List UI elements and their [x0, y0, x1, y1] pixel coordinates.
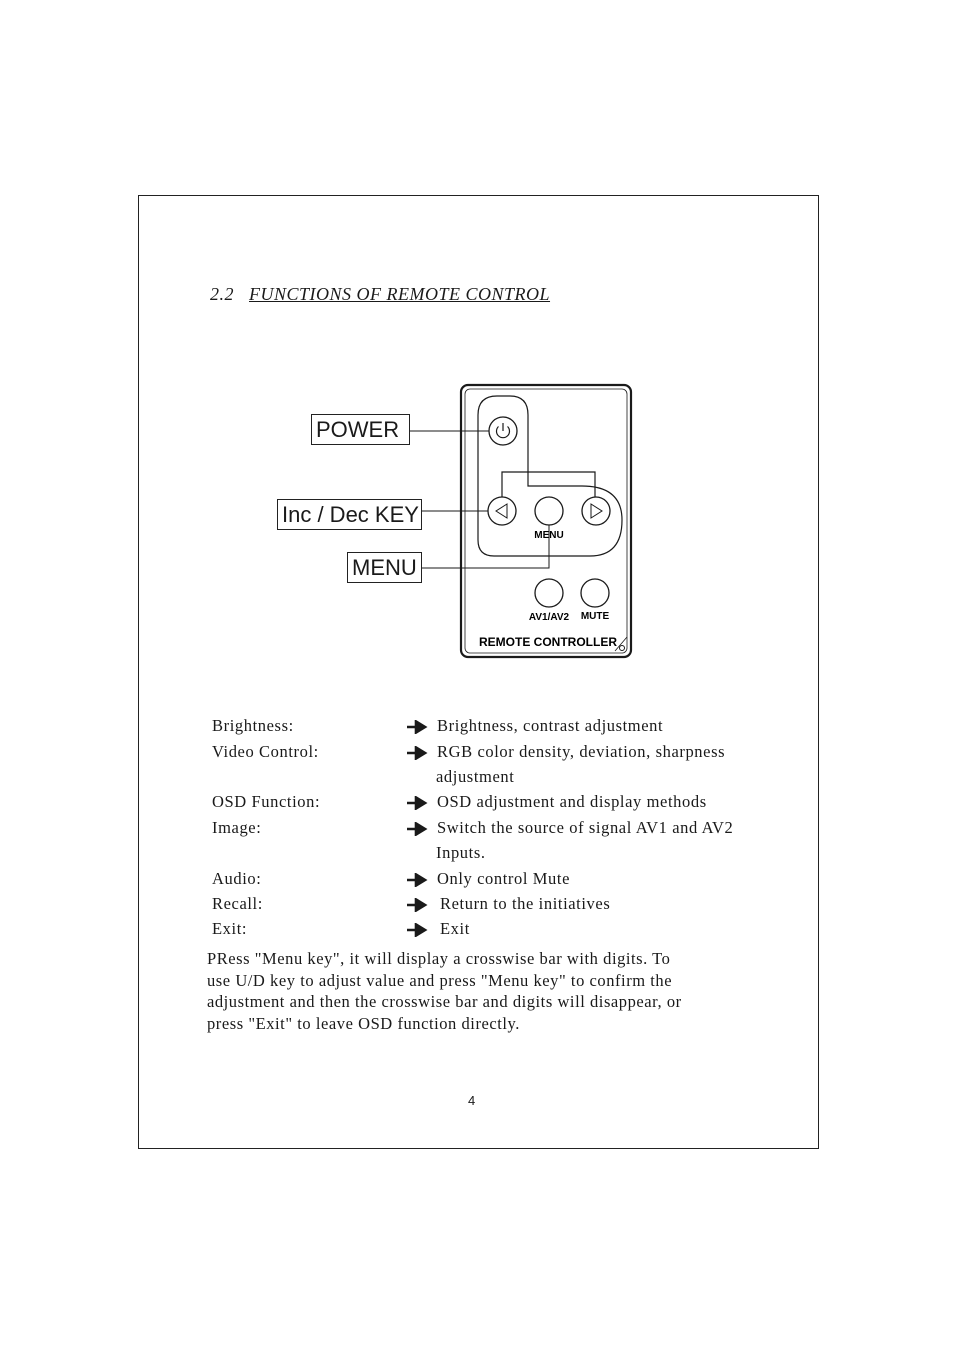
inc-dec-callout: Inc / Dec KEY	[277, 499, 422, 530]
page-number: 4	[468, 1093, 476, 1108]
function-description-continued: Inputs.	[436, 843, 486, 862]
function-description: Only control Mute	[437, 869, 571, 888]
remote-corner-line	[614, 636, 628, 652]
arrow-right-icon	[407, 898, 428, 912]
remote-diagram: MENU AV1/AV2 MUTE REMOTE CONTROLLER	[410, 383, 633, 659]
menu-callout: MENU	[347, 552, 422, 583]
power-button[interactable]	[488, 416, 518, 446]
function-label: Exit:	[212, 919, 248, 938]
inc-button[interactable]	[581, 496, 611, 526]
function-label: Brightness:	[212, 716, 294, 735]
mute-button[interactable]	[580, 578, 610, 608]
arrow-right-icon	[407, 873, 428, 887]
av-button-label: AV1/AV2	[529, 612, 570, 623]
power-callout: POWER	[311, 414, 410, 445]
inc-dec-connector	[501, 471, 596, 497]
paragraph-line: PRess "Menu key", it will display a cros…	[207, 949, 671, 968]
section-heading: 2.2 FUNCTIONS OF REMOTE CONTROL	[210, 284, 550, 305]
left-triangle-icon	[495, 503, 508, 519]
menu-button[interactable]	[534, 496, 564, 526]
mute-button-label: MUTE	[581, 611, 610, 622]
remote-name-label: REMOTE CONTROLLER	[479, 635, 617, 649]
function-description: Switch the source of signal AV1 and AV2	[437, 818, 734, 837]
arrow-right-icon	[407, 720, 428, 734]
function-description: Brightness, contrast adjustment	[437, 716, 664, 735]
function-label: Audio:	[212, 869, 262, 888]
function-label: Video Control:	[212, 742, 319, 761]
remote-inner-border	[464, 388, 628, 654]
function-description: Exit	[440, 919, 470, 938]
arrow-right-icon	[407, 746, 428, 760]
menu-leader-line	[422, 525, 550, 569]
arrow-right-icon	[407, 822, 428, 836]
page-frame	[138, 195, 819, 1149]
paragraph-line: press "Exit" to leave OSD function direc…	[207, 1013, 520, 1033]
paragraph-line: use U/D key to adjust value and press "M…	[207, 970, 673, 990]
function-label: OSD Function:	[212, 792, 321, 811]
function-label: Recall:	[212, 894, 263, 913]
right-triangle-icon	[590, 503, 603, 519]
arrow-right-icon	[407, 923, 428, 937]
function-description-continued: adjustment	[436, 767, 515, 786]
section-title: FUNCTIONS OF REMOTE CONTROL	[249, 284, 551, 304]
function-description: Return to the initiatives	[440, 894, 611, 913]
arrow-right-icon	[407, 796, 428, 810]
paragraph-line: adjustment and then the crosswise bar an…	[207, 992, 682, 1011]
av-button[interactable]	[534, 578, 564, 608]
remote-ir-dot	[619, 645, 625, 651]
osd-instructions-paragraph: PRess "Menu key", it will display a cros…	[207, 948, 747, 1034]
button-panel-outline	[477, 395, 623, 557]
dec-button[interactable]	[487, 496, 517, 526]
section-number: 2.2	[210, 284, 234, 304]
power-icon	[495, 423, 511, 439]
function-description: OSD adjustment and display methods	[437, 792, 707, 811]
function-description: RGB color density, deviation, sharpness	[437, 742, 726, 761]
function-label: Image:	[212, 818, 262, 837]
